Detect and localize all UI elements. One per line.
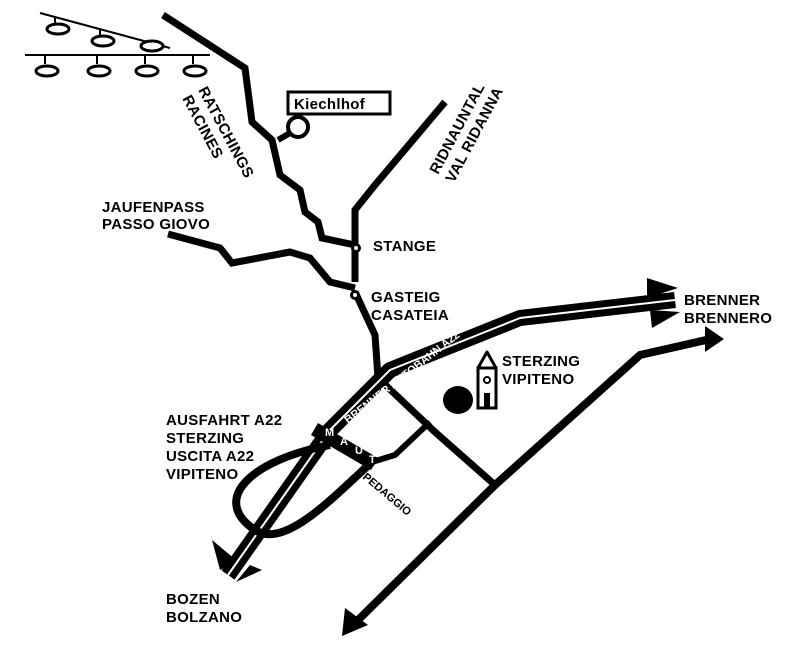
ratschings-valley-road (161, 12, 356, 249)
ski-lift-gondola-icon (134, 55, 160, 78)
toll-letters: M A U T (325, 427, 376, 466)
exit-loop (232, 441, 375, 539)
brenner-label-de: BRENNER (684, 292, 760, 309)
ridnaun-valley-road (351, 99, 448, 282)
ski-lift-gondola-icon (139, 39, 165, 53)
arrow-icon (650, 310, 680, 328)
jaufenpass-label-it: PASSO GIOVO (102, 216, 210, 233)
gasteig-sterzing-road (351, 290, 382, 379)
toll-connector-road (371, 419, 433, 465)
arrow-icon (212, 540, 236, 570)
ski-lift-gondola-icon (90, 29, 116, 48)
toll-letter: U (355, 445, 363, 457)
bozen-label-de: BOZEN (166, 591, 220, 608)
ski-lift-gondola-icon (86, 55, 112, 78)
motorway-label: BRENNER AUTOBAHN A22 (342, 329, 462, 426)
toll-station (311, 423, 378, 470)
motorway-a22 (221, 292, 676, 580)
toll-letter: M (325, 427, 334, 439)
church-icon (476, 350, 498, 410)
gasteig-junction-dot-inner (353, 293, 357, 297)
brenner-label-it: BRENNERO (684, 310, 772, 327)
toll-letter: T (369, 454, 376, 466)
ski-lift-gondola-icon (182, 55, 208, 78)
ski-lift (25, 12, 210, 78)
jaufenpass-label-de: JAUFENPASS (102, 199, 205, 216)
state-road (347, 334, 716, 631)
arrow-icon (647, 278, 678, 298)
toll-letter: A (340, 436, 348, 448)
exit-label-line3: USCITA A22 (166, 448, 254, 465)
stange-junction-dot-inner (354, 246, 358, 250)
arrow-icon (236, 565, 262, 582)
ski-lift-gondola-icon (34, 55, 60, 78)
sterzing-local-road (375, 375, 498, 488)
kiechlhof-access-road (276, 130, 292, 143)
kiechlhof-label: Kiechlhof (294, 96, 366, 113)
ski-lift-gondola-icon (45, 17, 71, 36)
exit-label-line4: VIPITENO (166, 466, 238, 483)
exit-label-line2: STERZING (166, 430, 244, 447)
jaufenpass-road (167, 230, 356, 292)
kiechlhof-label-box (286, 90, 392, 116)
exit-label-line1: AUSFAHRT A22 (166, 412, 282, 429)
sterzing-town-marker (443, 386, 473, 414)
toll-label-it: PEDAGGIO (360, 471, 413, 519)
ratschings-label: RATSCHINGS RACINES (179, 84, 257, 181)
gasteig-label-it: CASATEIA (371, 307, 449, 324)
arrow-icon (342, 608, 368, 636)
gasteig-label-de: GASTEIG (371, 289, 441, 306)
stange-label: STANGE (373, 238, 436, 255)
sterzing-label-de: STERZING (502, 353, 580, 370)
sterzing-label-it: VIPITENO (502, 371, 574, 388)
bozen-label-it: BOLZANO (166, 609, 242, 626)
ridnaun-label: RIDNAUNTAL VAL RIDANNA (427, 80, 507, 185)
arrow-icon (705, 326, 724, 352)
location-ring-icon (286, 115, 310, 139)
